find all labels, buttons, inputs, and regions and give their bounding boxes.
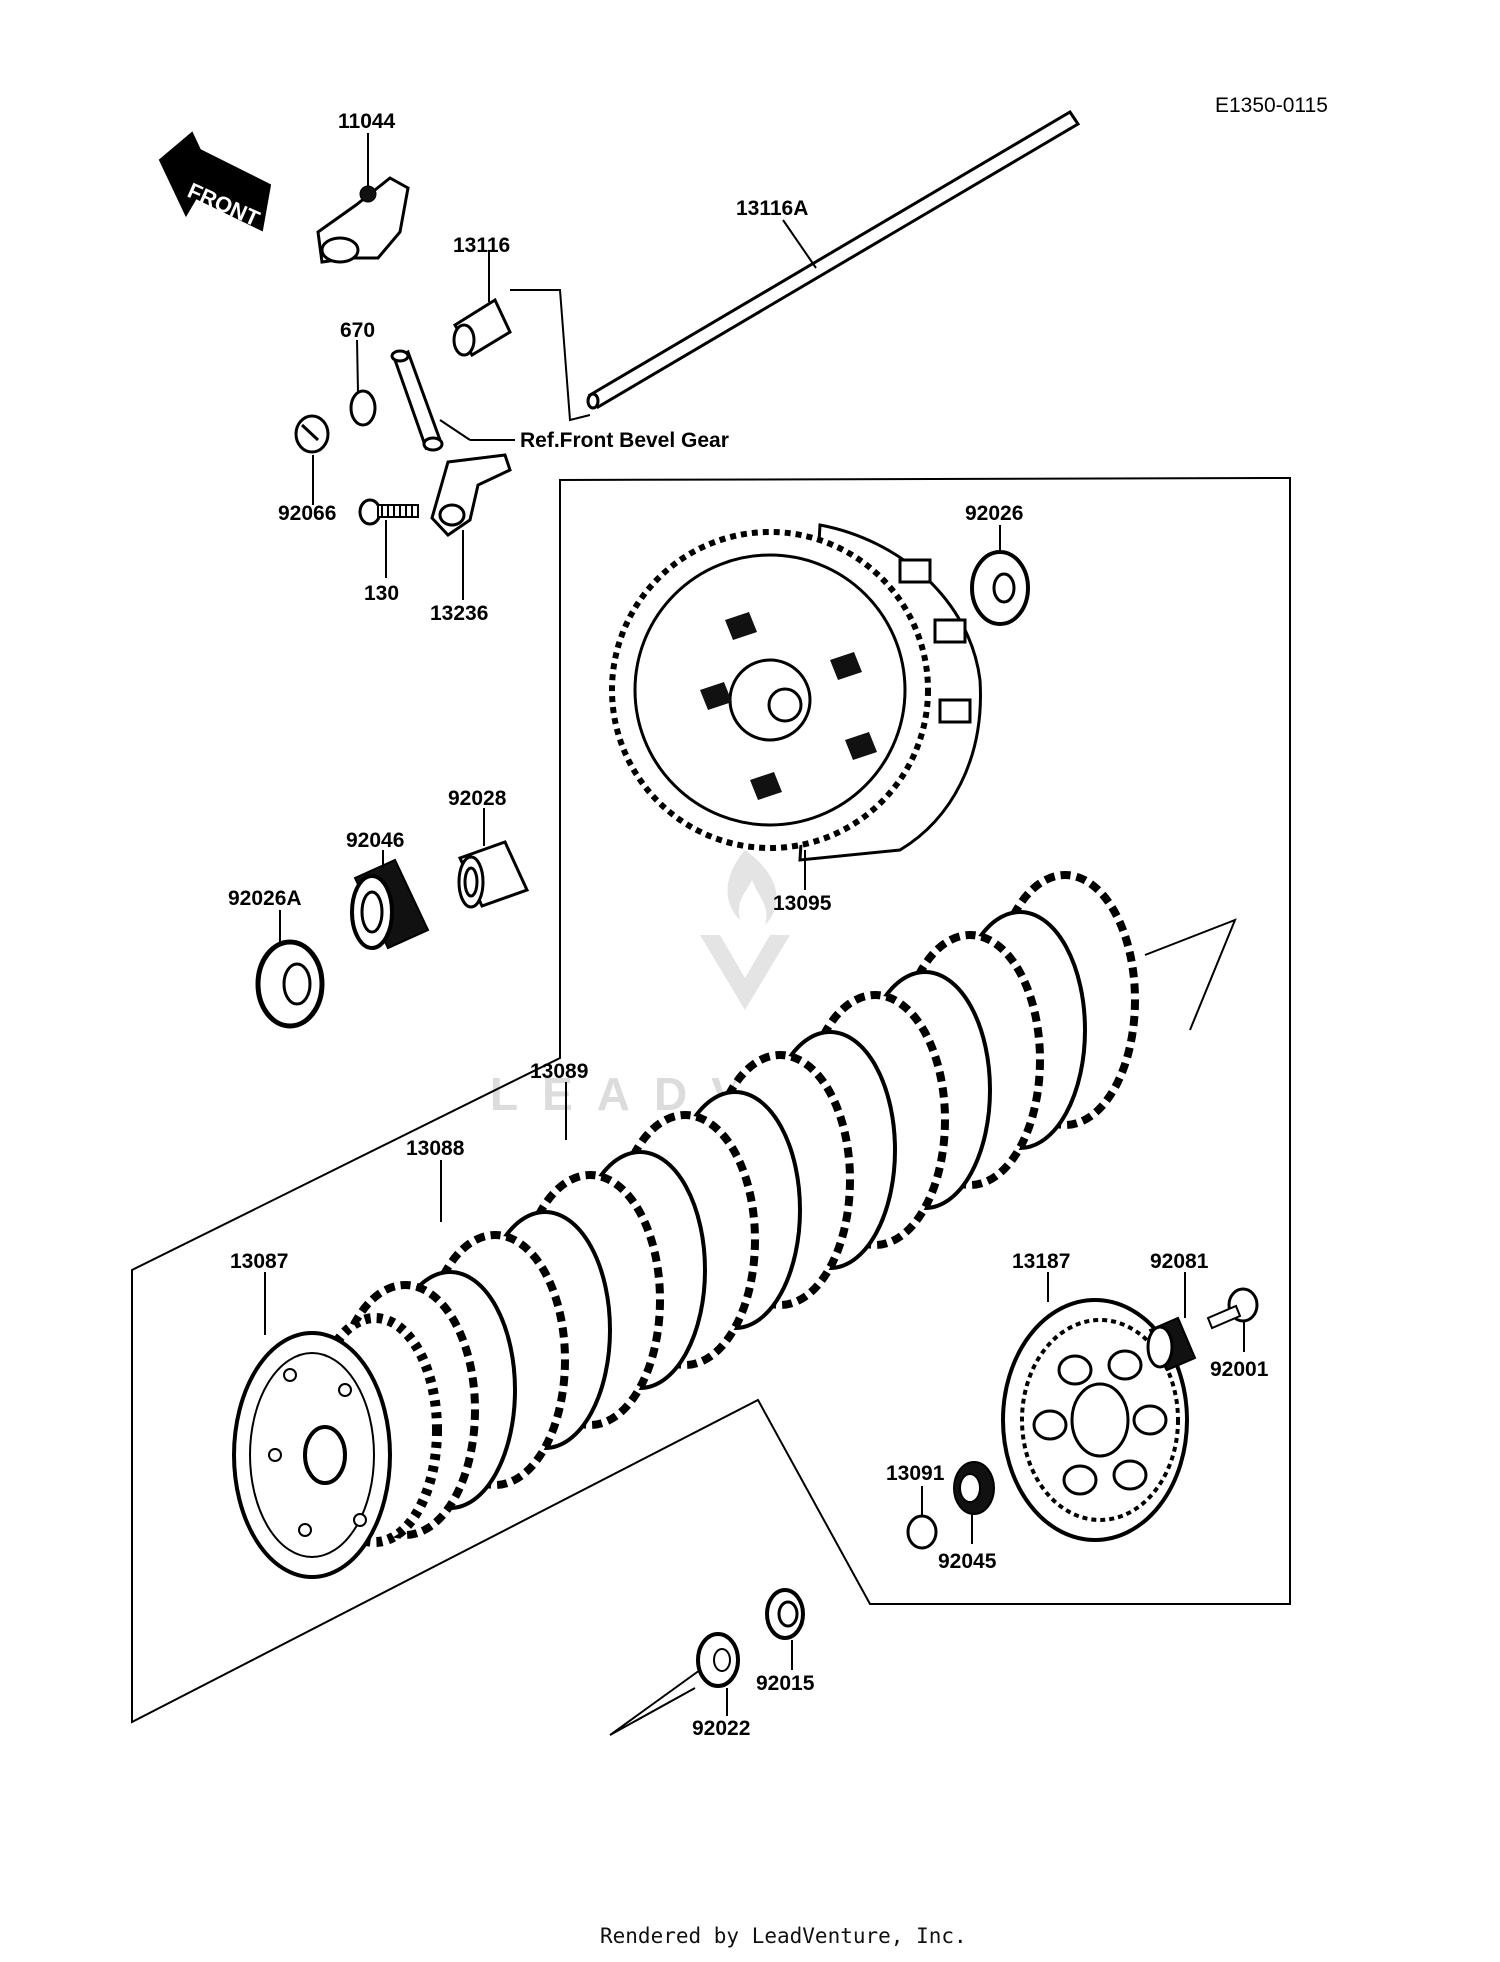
label-13089: 13089 bbox=[530, 1060, 588, 1083]
label-670: 670 bbox=[340, 319, 375, 342]
label-92015: 92015 bbox=[756, 1672, 815, 1695]
connector-13116-to-rod bbox=[510, 289, 591, 422]
watermark-flame-icon bbox=[727, 850, 777, 925]
part-11044-bracket bbox=[316, 133, 410, 264]
label-92066: 92066 bbox=[278, 502, 336, 525]
label-92081: 92081 bbox=[1150, 1250, 1209, 1273]
assembly-bracket-bottom bbox=[609, 1669, 701, 1736]
part-92022-washer bbox=[696, 1632, 740, 1716]
label-130: 130 bbox=[364, 582, 399, 605]
part-130-bolt bbox=[358, 498, 419, 578]
label-13236: 13236 bbox=[430, 602, 488, 625]
part-92066-plug bbox=[294, 414, 330, 505]
footer-credit: Rendered by LeadVenture, Inc. bbox=[600, 1924, 967, 1948]
front-arrow-icon: FRONT bbox=[158, 131, 272, 232]
label-13091: 13091 bbox=[886, 1462, 945, 1485]
label-92045: 92045 bbox=[938, 1550, 997, 1573]
part-release-shaft bbox=[390, 349, 471, 452]
assembly-box-outline bbox=[131, 476, 1291, 1724]
label-92046: 92046 bbox=[346, 829, 404, 852]
part-92026A-washer bbox=[255, 910, 325, 1029]
label-92028: 92028 bbox=[448, 787, 507, 810]
part-13091-pusher bbox=[906, 1486, 938, 1550]
part-92081-spring bbox=[1146, 1272, 1197, 1372]
label-13116A: 13116A bbox=[736, 197, 808, 220]
watermark-v-icon bbox=[700, 935, 790, 1010]
part-13095-clutch-housing bbox=[609, 523, 982, 890]
assembly-bracket-right bbox=[1144, 918, 1237, 1031]
part-92001-bolt bbox=[1206, 1287, 1259, 1352]
part-92046-needle-bearing bbox=[350, 850, 430, 950]
part-13187-pressure-plate bbox=[1001, 1272, 1189, 1542]
label-92026: 92026 bbox=[965, 502, 1023, 525]
part-92028-sleeve bbox=[457, 808, 530, 909]
part-92015-nut bbox=[765, 1588, 805, 1670]
label-92022: 92022 bbox=[692, 1717, 750, 1740]
part-13087-clutch-hub bbox=[232, 1272, 442, 1579]
part-13116-sleeve bbox=[452, 250, 512, 358]
part-13236-lever bbox=[430, 453, 512, 600]
label-13087: 13087 bbox=[230, 1250, 288, 1273]
part-13116A-push-rod bbox=[586, 109, 1081, 410]
part-92026-washer bbox=[970, 525, 1030, 626]
label-13088: 13088 bbox=[406, 1137, 465, 1160]
part-670-o-ring bbox=[349, 339, 377, 427]
label-92001: 92001 bbox=[1210, 1358, 1269, 1381]
label-11044: 11044 bbox=[338, 110, 396, 133]
diagram-code: E1350-0115 bbox=[1215, 94, 1328, 117]
part-92045-bearing bbox=[953, 1461, 995, 1544]
label-13116: 13116 bbox=[453, 234, 510, 257]
reference-note: Ref.Front Bevel Gear bbox=[520, 429, 729, 452]
label-92026A: 92026A bbox=[228, 887, 302, 910]
label-13095: 13095 bbox=[773, 892, 832, 915]
label-13187: 13187 bbox=[1012, 1250, 1070, 1273]
